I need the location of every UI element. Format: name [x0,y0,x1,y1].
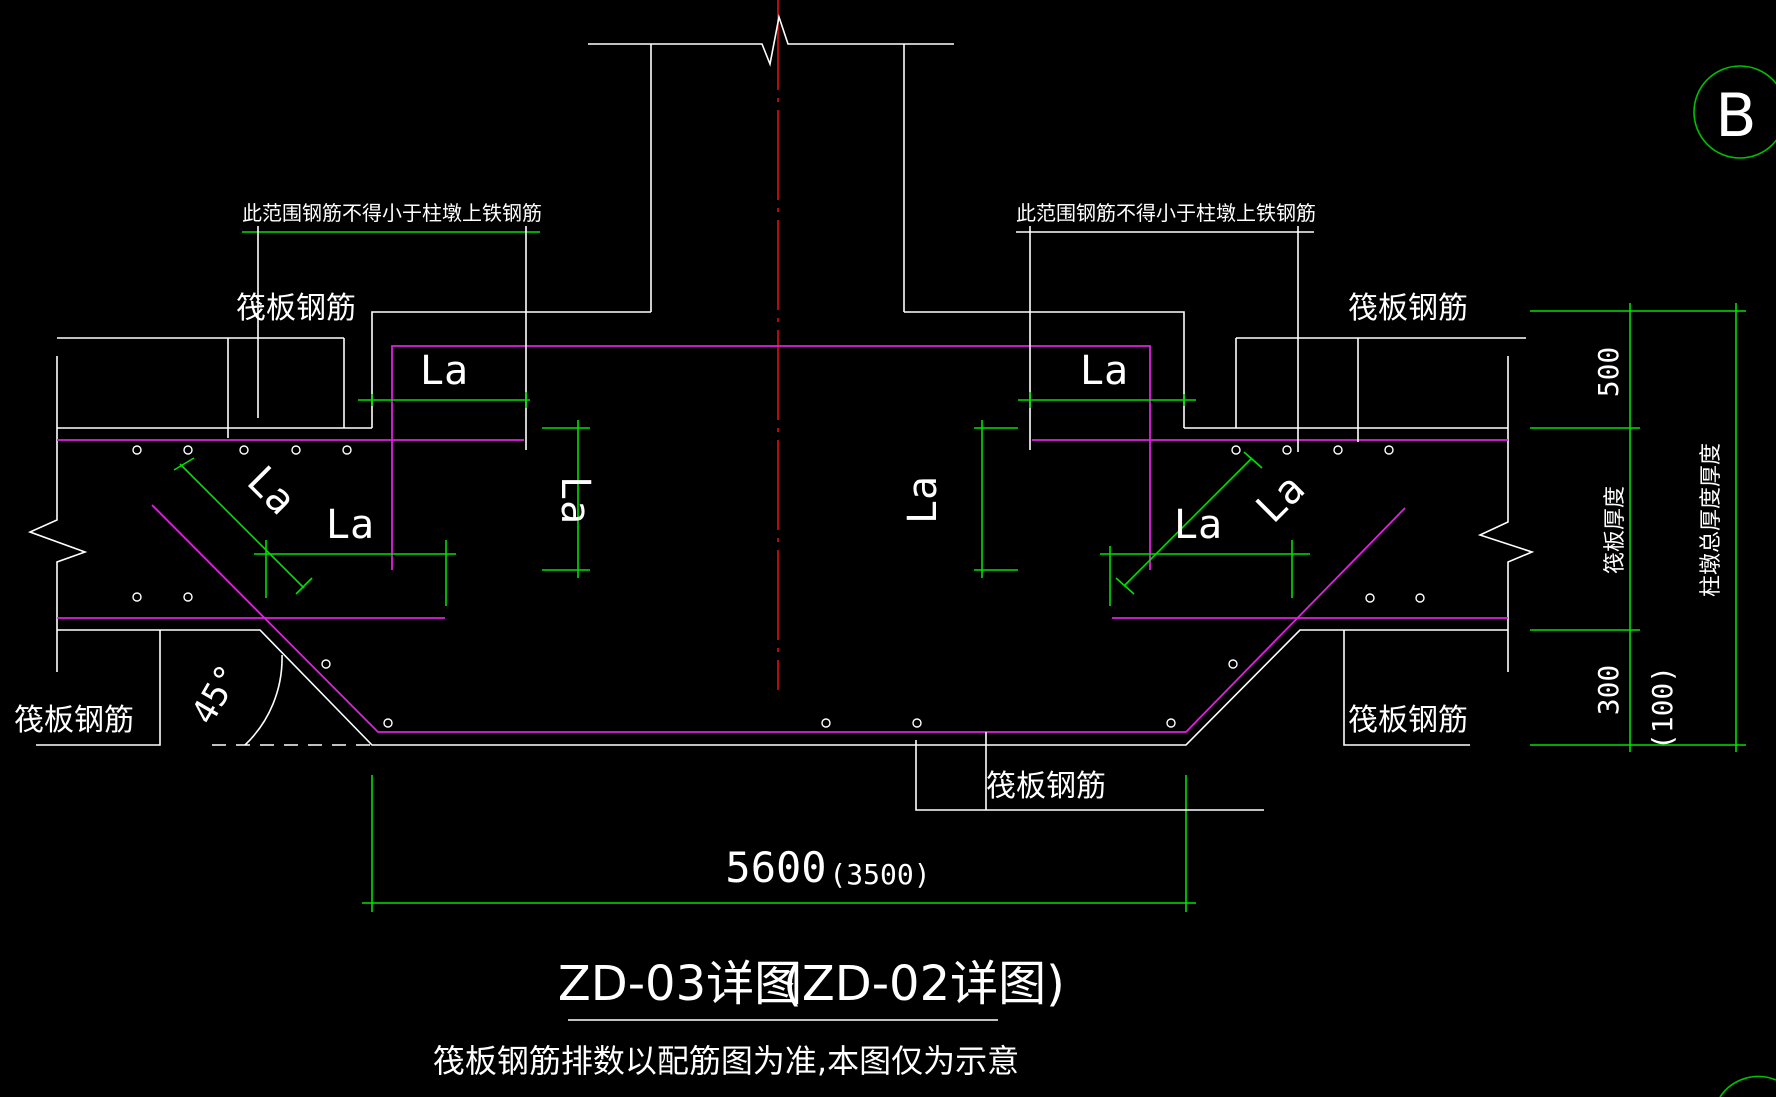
title-alt: (ZD-02详图) [783,956,1065,1012]
la-lower-right: La [1174,502,1222,548]
structure-outline [27,13,1535,746]
width-dim-alt: (3500) [829,858,930,891]
la-vertical-right: La [900,476,946,524]
rebar-lines [57,345,1508,733]
pier-thickness-label: 柱墩总厚度厚度 [1699,443,1724,597]
dimension-lines [173,226,1746,912]
range-note-right: 此范围钢筋不得小于柱墩上铁钢筋 [1016,201,1316,225]
la-diagonal-left: La [238,458,305,525]
label-raft-rebar-top-right: 筏板钢筋 [1348,291,1468,326]
leader-lines [915,732,1264,811]
raft-thickness-label: 筏板厚度 [1603,486,1628,574]
drawing-note: 筏板钢筋排数以配筋图为准,本图仅为示意 [433,1042,1019,1080]
la-top-left: La [420,348,468,394]
dim-500: 500 [1592,347,1625,398]
rebar-dots [132,445,1425,728]
la-vertical-left: La [552,476,598,524]
dim-100: (100) [1646,666,1679,750]
la-diagonal-right: La [1248,466,1315,533]
angle-label: 45° [184,658,249,731]
grid-bubble-label: B [1715,81,1756,151]
label-raft-rebar-bottom-center: 筏板钢筋 [986,769,1106,804]
grid-bubble: B [1693,65,1776,1097]
la-top-right: La [1080,348,1128,394]
range-note-left: 此范围钢筋不得小于柱墩上铁钢筋 [242,201,542,225]
label-raft-rebar-bottom-right: 筏板钢筋 [1348,703,1468,738]
dim-300: 300 [1592,665,1625,716]
title-main: ZD-03详图 [558,956,802,1012]
label-raft-rebar-top-left: 筏板钢筋 [236,291,356,326]
width-dim: 5600 [725,843,826,892]
label-raft-rebar-bottom-left: 筏板钢筋 [14,703,134,738]
la-lower-left: La [326,502,374,548]
